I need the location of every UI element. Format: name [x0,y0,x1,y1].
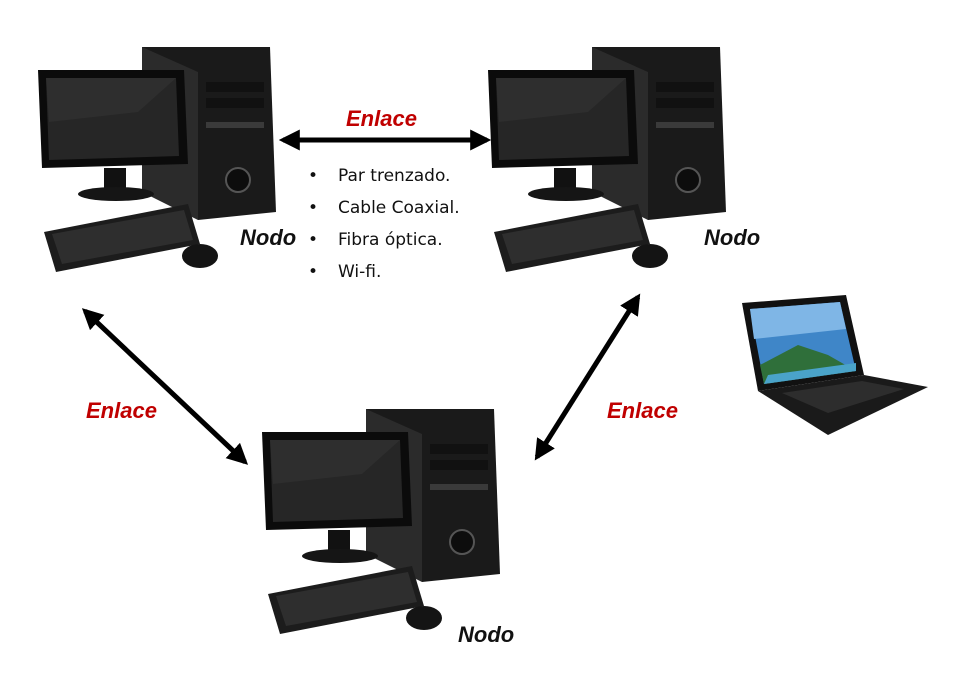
laptop-icon [742,295,928,435]
link-label-top: Enlace [346,106,417,131]
media-item-label: Cable Coaxial. [338,198,460,218]
node-label-2: Nodo [704,225,761,250]
bullet: • [308,262,319,282]
bullet: • [308,230,319,250]
desktop-computer-node-1 [38,42,283,287]
bullet: • [308,198,319,218]
media-item-label: Par trenzado. [338,166,451,186]
desktop-computer-icon [488,47,726,272]
media-item-label: Wi-fi. [338,262,382,282]
link-arrow-left [81,308,249,465]
list-item: • Cable Coaxial. [308,192,460,224]
list-item: • Par trenzado. [308,160,460,192]
laptop-device [738,295,933,440]
desktop-computer-icon [262,409,500,634]
transmission-media-list: • Par trenzado. • Cable Coaxial. • Fibra óp… [308,160,460,288]
desktop-computer-icon [38,47,276,272]
link-label-right: Enlace [607,398,678,423]
link-label-left: Enlace [86,398,157,423]
bullet: • [308,166,319,186]
list-item: • Fibra óptica. [308,224,460,256]
node-label-3: Nodo [458,622,515,647]
media-item-label: Fibra óptica. [338,230,443,250]
link-arrow-right [534,293,641,461]
list-item: • Wi-fi. [308,256,460,288]
node-label-1: Nodo [240,225,297,250]
desktop-computer-node-2 [488,42,733,287]
desktop-computer-node-3 [262,404,507,649]
